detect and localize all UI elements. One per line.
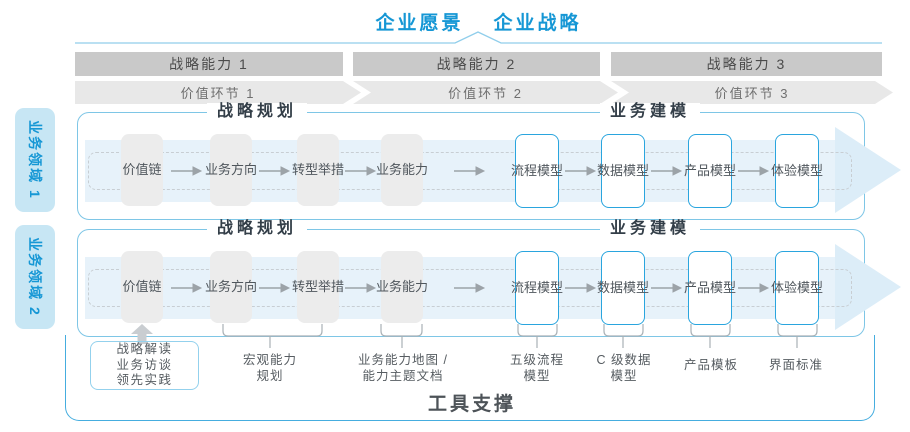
practice-line: 领先实践 bbox=[116, 373, 173, 388]
node-process-model: 流程模型 bbox=[511, 251, 563, 325]
value-link-chevron-1: 价值环节 1 bbox=[75, 81, 361, 104]
brace-connector-icon bbox=[222, 324, 323, 348]
flow-arrow-icon bbox=[345, 166, 377, 176]
note-product-template: 产品模板 bbox=[683, 358, 738, 372]
node-data-model: 数据模型 bbox=[597, 134, 649, 208]
lane-2-modeling-header: 业务建模 bbox=[600, 220, 701, 238]
capability-bar-2: 战略能力 2 bbox=[353, 52, 600, 76]
flow-arrow-icon bbox=[738, 283, 770, 293]
lane-2-flow-arrows bbox=[171, 283, 770, 293]
strategy-title: 企业战略 bbox=[493, 13, 582, 34]
brace-connector-icon bbox=[517, 324, 558, 348]
brace-connector-icon bbox=[380, 324, 423, 348]
node-data-model: 数据模型 bbox=[597, 251, 649, 325]
lane-2-dashed-track bbox=[88, 269, 852, 307]
practice-line: 战略解读 bbox=[116, 341, 173, 356]
node-transformation-initiatives: 转型举措 bbox=[292, 134, 344, 206]
tool-support-title: 工具支撑 bbox=[427, 394, 516, 415]
value-link-chevron-2: 价值环节 2 bbox=[353, 81, 618, 104]
capability-bar-1: 战略能力 1 bbox=[75, 52, 343, 76]
flow-arrow-icon bbox=[738, 166, 770, 176]
flow-arrow-icon bbox=[454, 283, 486, 293]
node-business-capability: 业务能力 bbox=[376, 251, 428, 323]
lane-1-flow-arrows bbox=[171, 166, 770, 176]
note-five-level-process: 五级流程 模型 bbox=[509, 353, 564, 384]
flow-arrow-icon bbox=[171, 283, 203, 293]
note-capability-map: 业务能力地图 / 能力主题文档 bbox=[358, 353, 448, 384]
flow-arrow-icon bbox=[171, 166, 203, 176]
flow-arrow-icon bbox=[259, 283, 291, 293]
flow-arrow-icon bbox=[454, 166, 486, 176]
note-interface-standard: 界面标准 bbox=[768, 358, 823, 372]
brace-connector-icon bbox=[603, 324, 644, 348]
node-value-chain: 价值链 bbox=[121, 251, 163, 323]
node-business-direction: 业务方向 bbox=[205, 134, 257, 206]
brace-connectors bbox=[222, 324, 818, 348]
domain-label-2: 业务领域 2 bbox=[15, 225, 55, 329]
note-c-level-data: C 级数据 模型 bbox=[596, 353, 652, 384]
flow-arrow-icon bbox=[565, 166, 597, 176]
node-product-model: 产品模型 bbox=[684, 134, 736, 208]
node-experience-model: 体验模型 bbox=[771, 251, 823, 325]
lane-1-modeling-header: 业务建模 bbox=[600, 103, 701, 121]
note-macro-capability: 宏观能力 规划 bbox=[242, 353, 297, 384]
up-arrow-icon bbox=[131, 324, 153, 344]
node-process-model: 流程模型 bbox=[511, 134, 563, 208]
node-product-model: 产品模型 bbox=[684, 251, 736, 325]
lane-2-planning-header: 战略规划 bbox=[207, 220, 308, 238]
top-title-row: 企业愿景 企业战略 bbox=[75, 8, 882, 35]
lane-1-dashed-track bbox=[88, 152, 852, 190]
practice-line: 业务访谈 bbox=[116, 357, 173, 372]
flow-arrow-icon bbox=[259, 166, 291, 176]
node-business-direction: 业务方向 bbox=[205, 251, 257, 323]
lane-1-planning-header: 战略规划 bbox=[207, 103, 308, 121]
flow-arrow-icon bbox=[345, 283, 377, 293]
practice-box: 战略解读 业务访谈 领先实践 bbox=[90, 341, 199, 390]
node-transformation-initiatives: 转型举措 bbox=[292, 251, 344, 323]
tool-support-container bbox=[65, 335, 875, 421]
brace-connector-icon bbox=[690, 324, 731, 348]
node-experience-model: 体验模型 bbox=[771, 134, 823, 208]
node-business-capability: 业务能力 bbox=[376, 134, 428, 206]
value-link-chevron-3: 价值环节 3 bbox=[611, 81, 893, 104]
flow-arrow-icon bbox=[565, 283, 597, 293]
capability-bar-3: 战略能力 3 bbox=[611, 52, 882, 76]
vision-title: 企业愿景 bbox=[375, 13, 464, 34]
flow-arrow-icon bbox=[651, 283, 683, 293]
domain-label-1: 业务领域 1 bbox=[15, 108, 55, 212]
flow-arrow-icon bbox=[651, 166, 683, 176]
node-value-chain: 价值链 bbox=[121, 134, 163, 206]
brace-connector-icon bbox=[777, 324, 818, 348]
pointer-line bbox=[75, 31, 882, 44]
